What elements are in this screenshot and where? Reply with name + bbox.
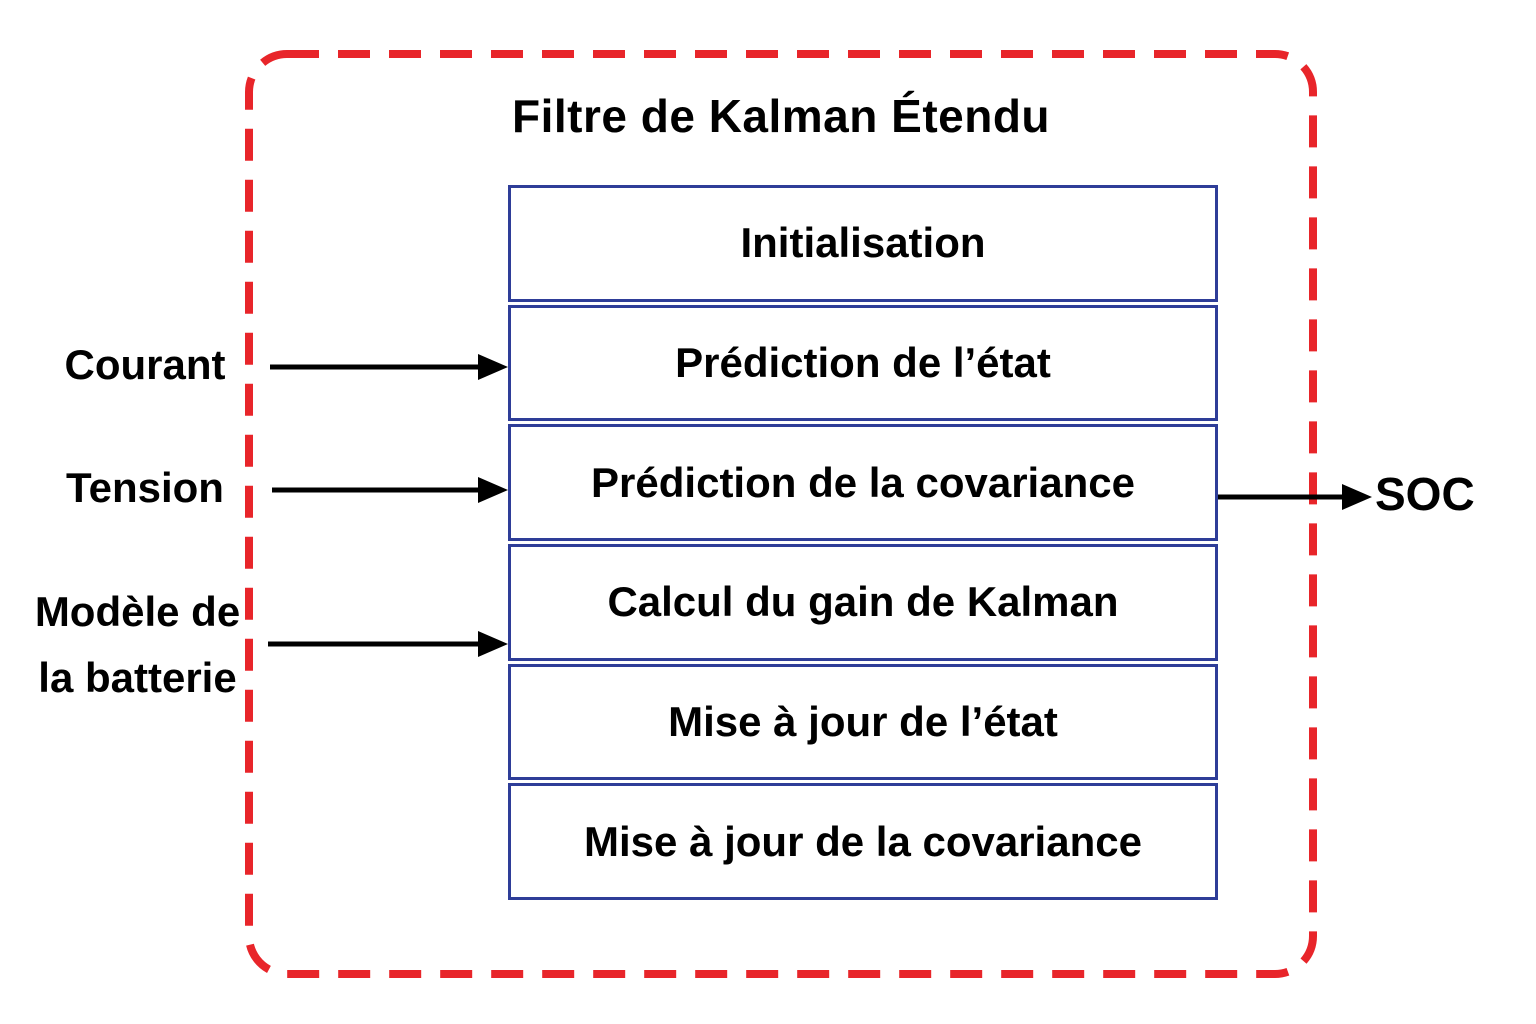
step-prediction-covariance: Prédiction de la covariance (508, 424, 1218, 542)
input-label-courant: Courant (64, 341, 226, 388)
output-label-soc: SOC (1375, 468, 1475, 520)
step-initialisation: Initialisation (508, 185, 1218, 302)
step-mise-a-jour-etat: Mise à jour de l’état (508, 663, 1218, 781)
arrow-shaft (1218, 494, 1346, 500)
arrow-head-icon (1342, 484, 1372, 510)
input-label-tension: Tension (66, 464, 224, 511)
arrow-head-icon (478, 631, 508, 657)
ekf-steps-stack: Initialisation Prédiction de l’état Préd… (508, 185, 1218, 901)
arrow-shaft (268, 641, 482, 647)
arrow-tension-to-prediction-covariance (272, 477, 508, 503)
step-mise-a-jour-covariance: Mise à jour de la covariance (508, 783, 1218, 901)
arrow-modele-to-calcul-gain (268, 631, 508, 657)
arrow-head-icon (478, 477, 508, 503)
step-calcul-gain-kalman: Calcul du gain de Kalman (508, 544, 1218, 661)
dashed-frame-rect (245, 50, 1317, 978)
arrow-shaft (272, 487, 482, 493)
input-label-modele-batterie: Modèle de la batterie (34, 588, 241, 701)
arrow-shaft (270, 364, 482, 370)
arrow-covariance-to-soc (1218, 484, 1372, 510)
step-prediction-etat: Prédiction de l’état (508, 304, 1218, 422)
diagram-title: Filtre de Kalman Étendu (511, 90, 1051, 142)
arrow-courant-to-prediction-etat (270, 354, 508, 380)
ekf-dashed-boundary (245, 50, 1317, 978)
arrow-head-icon (478, 354, 508, 380)
